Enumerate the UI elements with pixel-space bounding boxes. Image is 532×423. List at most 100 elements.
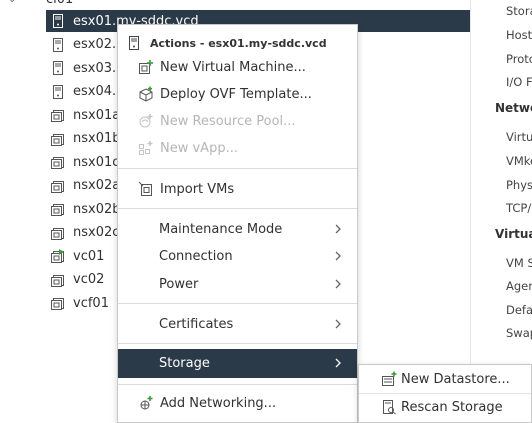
tree-item-label: nsx02c: [73, 225, 120, 240]
actions-context-menu: Actions - esx01.my-sddc.vcd New Virtual …: [117, 24, 358, 423]
vm-icon: [50, 295, 66, 311]
menu-item-power[interactable]: Power: [118, 271, 357, 297]
submenu-item-rescan-storage[interactable]: Rescan Storage: [359, 395, 531, 419]
menu-separator: [118, 303, 357, 304]
menu-header: Actions - esx01.my-sddc.vcd: [118, 33, 357, 53]
tree-item[interactable]: esx02.m: [46, 34, 470, 56]
menu-item-certificates[interactable]: Certificates: [118, 311, 357, 337]
vm-powered-on-icon: [50, 248, 66, 264]
submenu-item-label: New Datastore...: [401, 371, 510, 387]
menu-item-label: Deploy OVF Template...: [160, 86, 312, 102]
submenu-separator: [359, 393, 531, 394]
tree-item-label: nsx02b: [73, 201, 121, 217]
host-icon: [50, 37, 66, 53]
tree-item-label: nsx01b: [73, 131, 121, 146]
panel-nav-item[interactable]: Swap: [506, 326, 532, 340]
vm-icon: [50, 201, 66, 217]
chevron-right-icon: [335, 319, 341, 329]
panel-nav-item[interactable]: Proto: [506, 52, 532, 66]
tree-item[interactable]: nsx01b: [46, 128, 470, 150]
panel-nav-item[interactable]: VMke: [506, 154, 532, 168]
menu-item-label: Maintenance Mode: [159, 221, 283, 237]
menu-item-add-networking[interactable]: Add Networking...: [118, 390, 357, 416]
menu-item-label: New Resource Pool...: [160, 113, 296, 129]
panel-nav-item[interactable]: Stora: [506, 4, 532, 18]
menu-item-deploy-ovf[interactable]: Deploy OVF Template...: [118, 81, 357, 107]
panel-section-heading: Virtual: [495, 227, 532, 241]
chevron-right-icon: [335, 224, 341, 234]
panel-nav-item[interactable]: TCP/: [506, 201, 532, 215]
menu-item-label: New Virtual Machine...: [160, 59, 306, 75]
submenu-item-label: Rescan Storage: [401, 399, 503, 415]
host-icon: [50, 13, 66, 29]
tree-item-label: vc02: [73, 272, 105, 287]
panel-nav-item[interactable]: Virtu: [506, 130, 532, 144]
add-networking-icon: [138, 395, 154, 411]
vm-icon: [50, 178, 66, 194]
panel-nav-item[interactable]: VM S: [506, 256, 532, 270]
tree-item[interactable]: nsx02c: [46, 222, 470, 244]
tree-item[interactable]: vc02: [46, 269, 470, 291]
tree-item[interactable]: nsx01a: [46, 104, 470, 126]
rescan-storage-icon: [381, 399, 397, 415]
vm-icon: [50, 154, 66, 170]
tree-item-label: nsx02a: [73, 178, 121, 193]
deploy-ovf-icon: [138, 86, 154, 102]
host-icon: [129, 36, 143, 50]
panel-nav-item[interactable]: I/O F: [506, 75, 532, 89]
host-configure-panel: StoraHostProtoI/O F NetwoVirtuVMkePhysTCP…: [470, 0, 532, 423]
host-icon: [50, 60, 66, 76]
menu-item-label: Connection: [159, 248, 233, 264]
tree-item-label: esx02.m: [73, 37, 129, 52]
host-icon: [50, 84, 66, 100]
tree-item[interactable]: esx04.m: [46, 81, 470, 103]
tree-item-label: nsx01c: [73, 154, 120, 170]
menu-item-label: New vApp...: [160, 140, 238, 156]
menu-item-maintenance-mode[interactable]: Maintenance Mode: [118, 216, 357, 242]
resource-pool-icon: [138, 113, 154, 129]
chevron-right-icon: [335, 251, 341, 261]
menu-item-label: Power: [159, 276, 199, 292]
vm-icon: [50, 272, 66, 288]
import-vms-icon: [138, 181, 154, 197]
menu-item-label: Storage: [159, 356, 210, 371]
new-vm-icon: [138, 59, 154, 75]
menu-item-label: Import VMs: [160, 181, 235, 197]
tree-item-label: vc01: [73, 248, 105, 264]
menu-item-label: Certificates: [159, 316, 234, 332]
chevron-right-icon: [335, 358, 341, 368]
menu-item-new-virtual-machine[interactable]: New Virtual Machine...: [118, 54, 357, 80]
cluster-label: cl01: [46, 0, 73, 7]
panel-nav-item[interactable]: Agen: [506, 279, 532, 293]
menu-item-connection[interactable]: Connection: [118, 243, 357, 269]
tree-item[interactable]: esx03.m: [46, 57, 470, 79]
menu-item-new-resource-pool[interactable]: New Resource Pool...: [118, 108, 357, 134]
tree-parent-cluster[interactable]: ⌄ cl01: [0, 0, 73, 7]
panel-nav-item[interactable]: Defa: [506, 303, 532, 317]
vapp-icon: [138, 140, 154, 156]
menu-separator: [118, 384, 357, 385]
menu-item-storage[interactable]: Storage: [118, 349, 357, 378]
tree-item-label: esx04.m: [73, 84, 129, 99]
tree-item[interactable]: vcf01: [46, 292, 470, 314]
vm-icon: [50, 107, 66, 123]
submenu-item-new-datastore[interactable]: New Datastore...: [359, 367, 531, 391]
panel-section-heading: Netwo: [495, 101, 532, 115]
menu-item-new-vapp[interactable]: New vApp...: [118, 135, 357, 161]
menu-separator: [118, 208, 357, 209]
menu-item-import-vms[interactable]: Import VMs: [118, 176, 357, 202]
tree-item-label: vcf01: [73, 295, 109, 311]
panel-nav-item[interactable]: Host: [506, 28, 532, 42]
tree-item[interactable]: vc01: [46, 245, 470, 267]
chevron-right-icon: [335, 279, 341, 289]
tree-item-label: nsx01a: [73, 107, 121, 123]
inventory-tree: ⌄ cl01 esx01.my-sddc.vcdesx02.mesx03.mes…: [0, 0, 470, 314]
tree-item[interactable]: nsx02b: [46, 198, 470, 220]
tree-item[interactable]: nsx01c: [46, 151, 470, 173]
tree-item-label: esx03.m: [73, 60, 129, 76]
tree-item[interactable]: nsx02a: [46, 175, 470, 197]
panel-nav-item[interactable]: Phys: [506, 178, 532, 192]
storage-submenu: New Datastore... Rescan Storage: [358, 364, 532, 423]
chevron-down-icon[interactable]: ⌄: [8, 0, 22, 5]
new-datastore-icon: [381, 371, 397, 387]
